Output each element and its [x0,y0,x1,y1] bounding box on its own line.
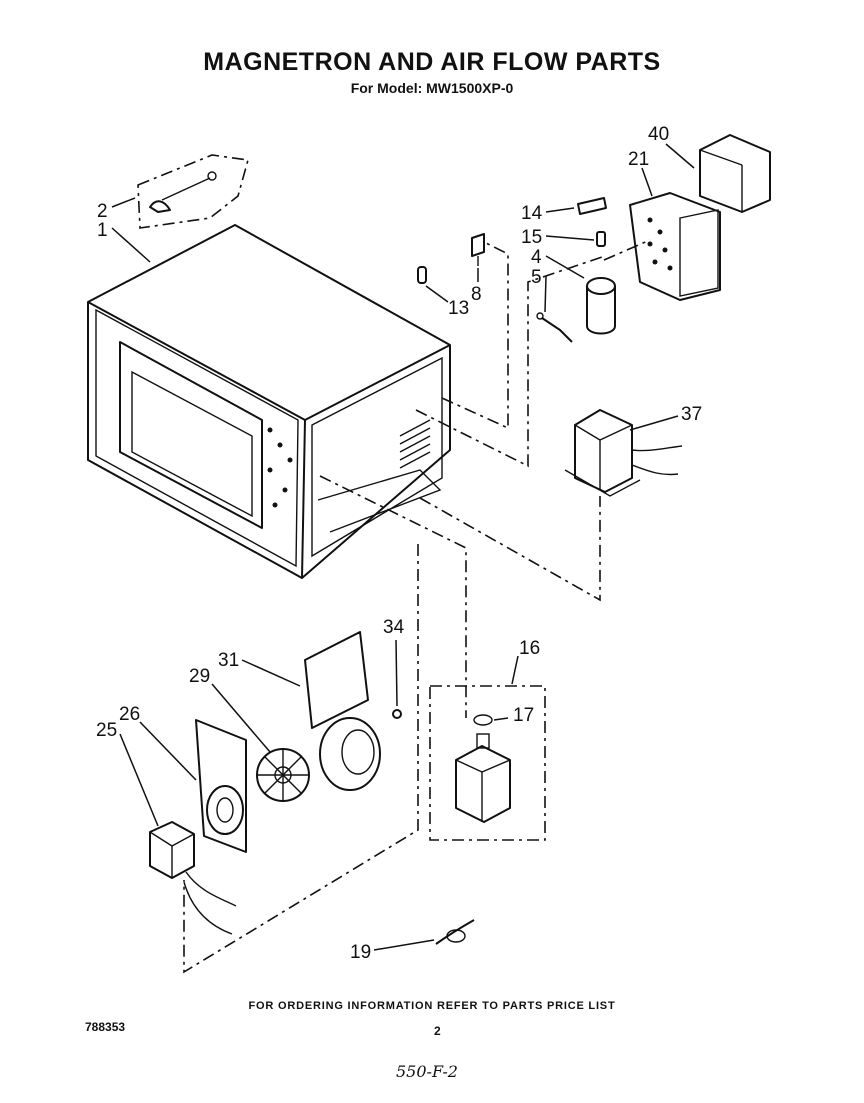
callout-15: 15 [521,227,542,248]
part-19-wire-tie [435,919,475,945]
callout-14: 14 [521,203,543,224]
model-subtitle: For Model: MW1500XP-0 [350,80,514,96]
part-8-switch [471,233,485,266]
part-4-capacitor [586,277,616,335]
part-29-fan-blade [256,748,310,802]
callout-17: 17 [513,705,534,726]
part-37-transformer [564,409,683,497]
part-15-fuse [596,231,606,247]
callout-16: 16 [519,638,540,659]
callout-31: 31 [218,650,239,671]
callout-1: 1 [97,220,108,241]
callout-29: 29 [189,666,210,687]
ordering-info-footer: FOR ORDERING INFORMATION REFER TO PARTS … [248,1000,616,1012]
part-1-cabinet [87,224,451,579]
part-25-fan-motor [149,821,237,935]
callout-34: 34 [383,617,405,638]
callout-5: 5 [531,267,542,288]
callout-37: 37 [681,404,702,425]
part-16-magnetron [429,685,546,841]
callout-25: 25 [96,720,117,741]
page-number: 2 [434,1024,441,1038]
callout-26: 26 [119,704,140,725]
callout-19: 19 [350,942,371,963]
part-14-clip [577,197,607,215]
part-21-bracket [629,192,721,301]
part-31-air-duct [304,631,381,791]
callout-labels: 2 1 14 15 4 5 8 13 21 40 37 16 17 34 31 … [96,124,702,963]
part-2-bracket [137,154,250,229]
part-5-diode [536,312,573,343]
document-number: 788353 [85,1020,126,1034]
part-34-screw [392,709,402,719]
callout-lead-lines [111,143,695,951]
callout-13: 13 [448,298,469,319]
part-40-cover [699,134,771,213]
part-26-motor-bracket [195,719,247,853]
callout-40: 40 [648,124,669,145]
callout-21: 21 [628,149,649,170]
page-title: MAGNETRON AND AIR FLOW PARTS [203,48,661,76]
handwritten-note: 550-F-2 [396,1062,458,1081]
assembly-leader-lines [183,239,651,974]
part-13-fuse [417,266,427,284]
callout-4: 4 [531,247,542,268]
callout-2: 2 [97,201,108,222]
callout-8: 8 [471,284,482,305]
